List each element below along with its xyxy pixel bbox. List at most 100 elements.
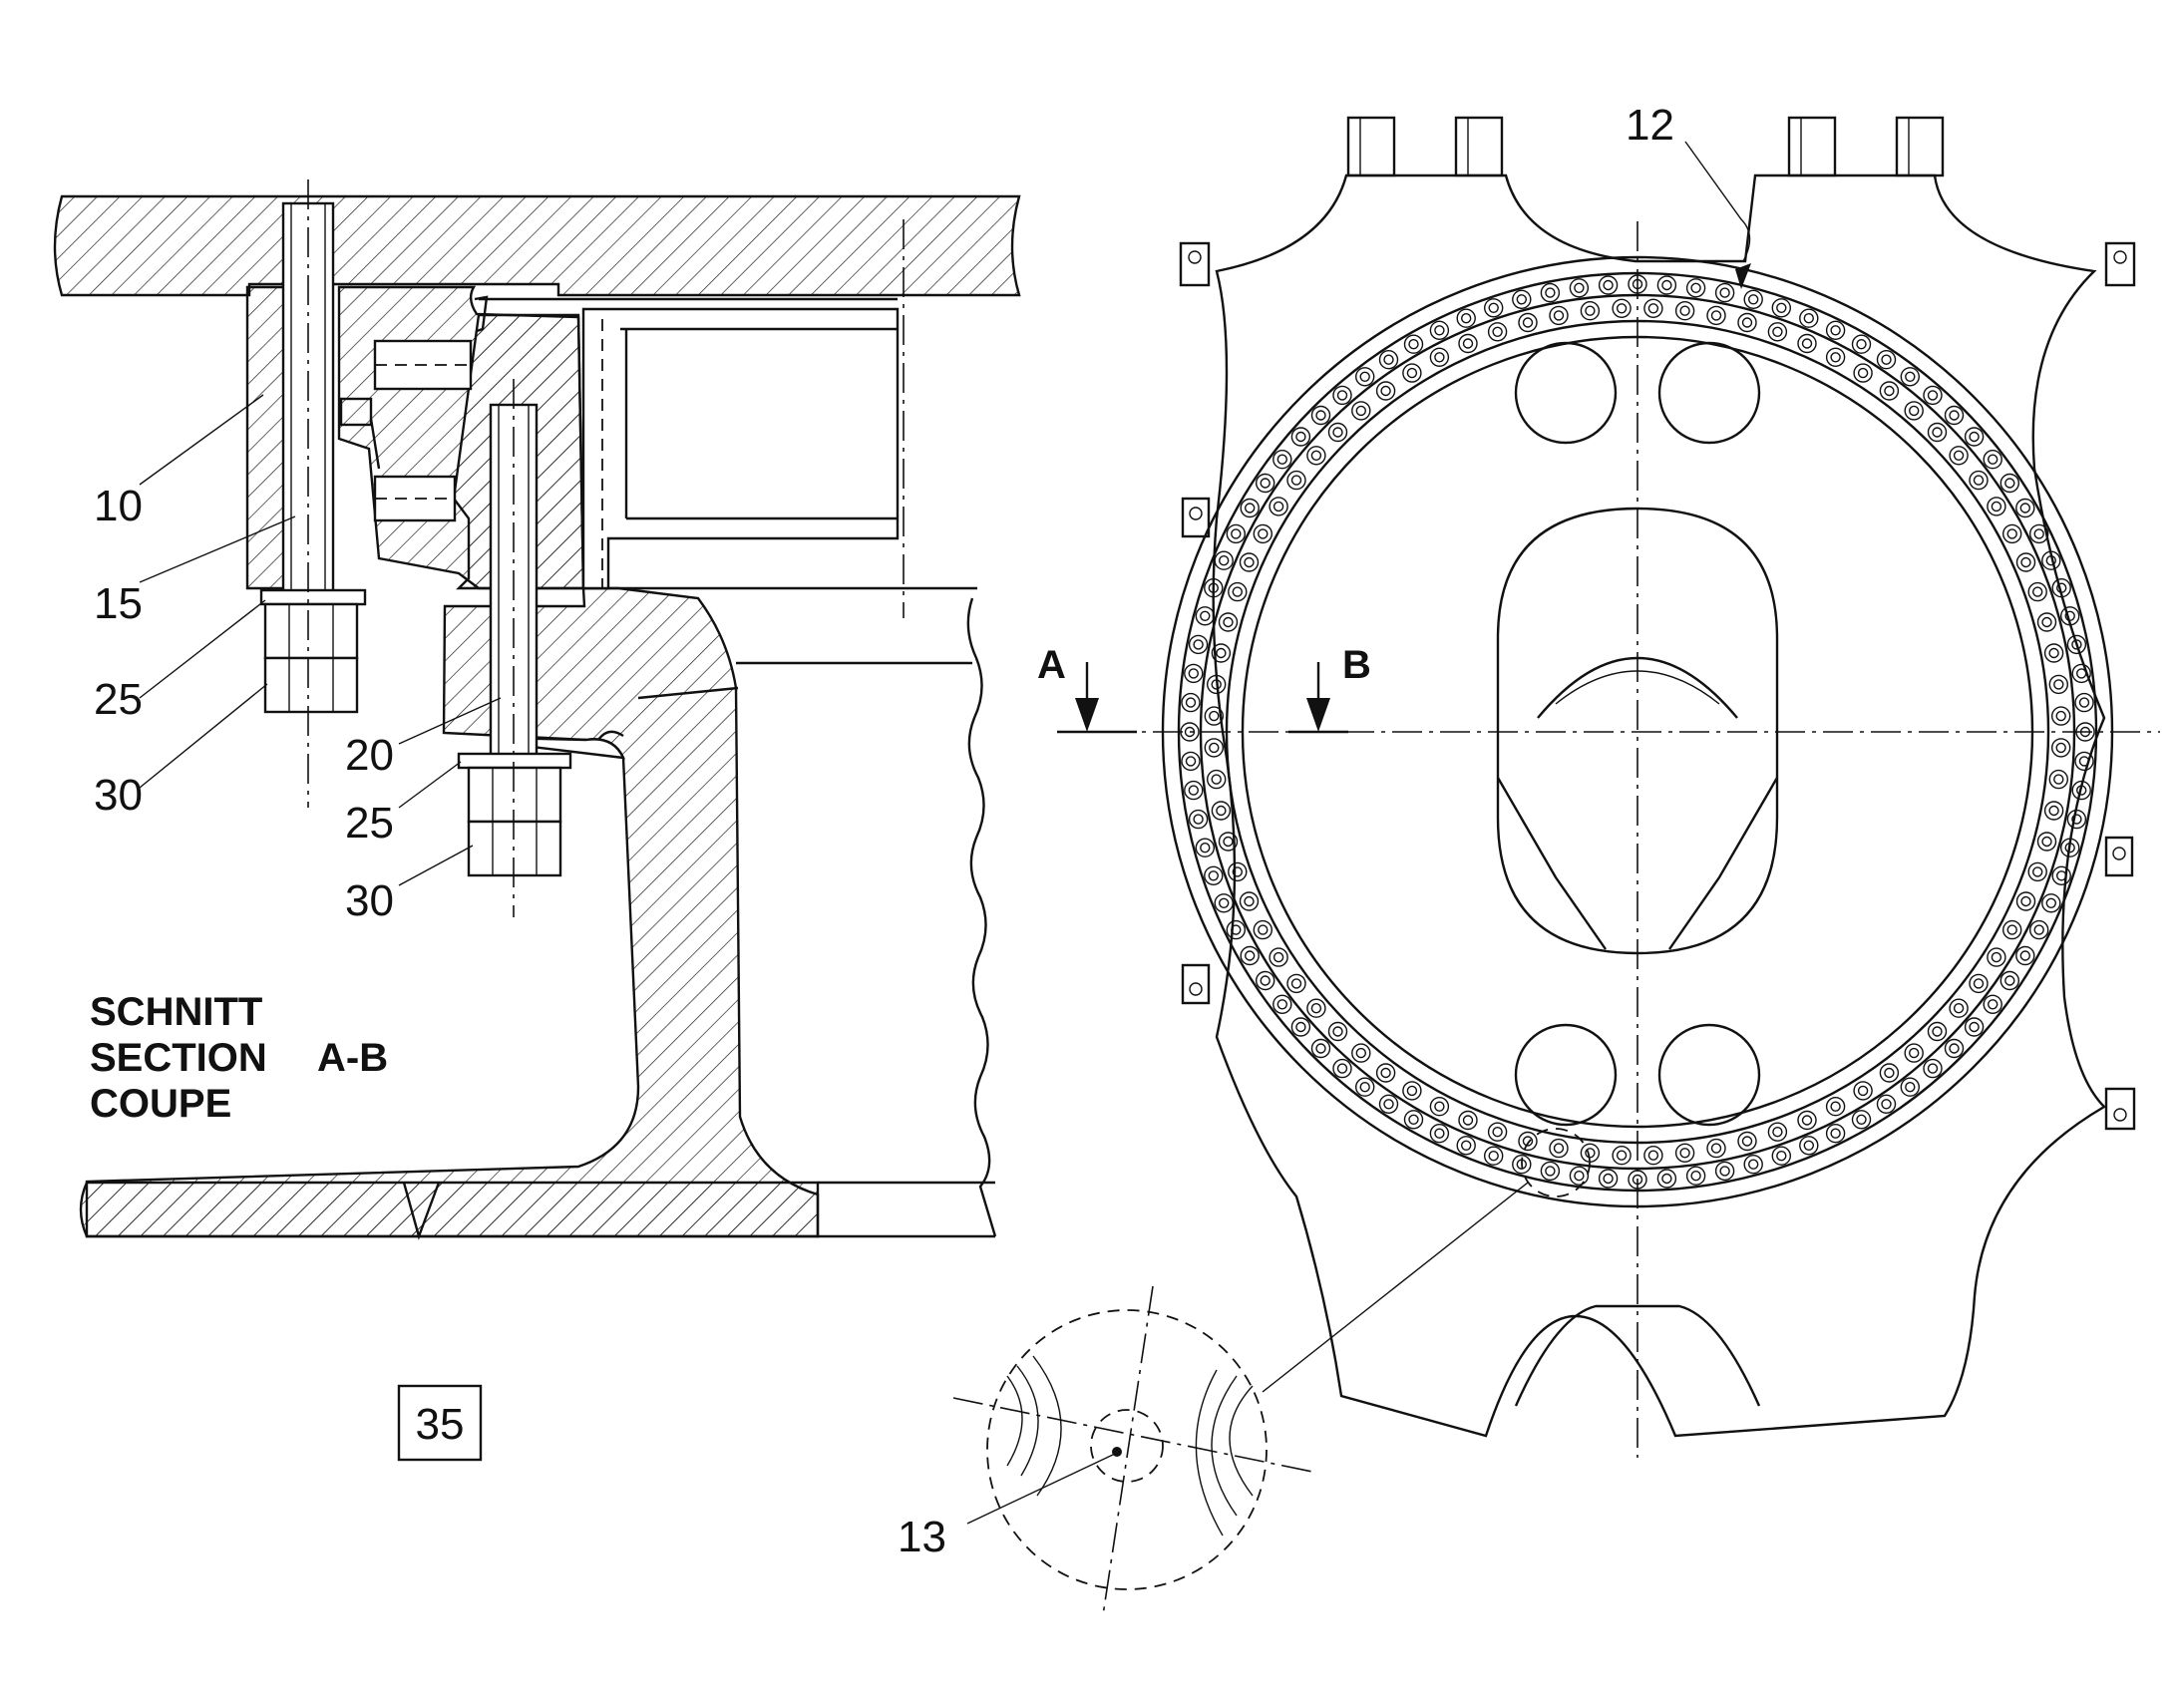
leader-12 xyxy=(1684,141,1751,262)
inner-bolt-hole xyxy=(1553,1143,1565,1154)
outer-bolt xyxy=(1378,1094,1399,1115)
inner-bolt-hole xyxy=(2055,710,2066,722)
outer-bolt xyxy=(1685,1166,1706,1186)
outer-bolt xyxy=(1540,1161,1561,1182)
outer-bolt xyxy=(2051,865,2071,885)
inner-bolt xyxy=(1643,298,1663,318)
outer-bolt xyxy=(1195,838,1216,857)
outer-bolt-hole xyxy=(1460,313,1472,324)
outer-bolt xyxy=(1184,780,1204,801)
outer-bolt xyxy=(1656,1169,1677,1189)
outer-bolt-hole xyxy=(1295,1021,1306,1033)
inner-bolt-hole xyxy=(1223,836,1234,848)
outer-bolt xyxy=(1714,1161,1735,1182)
central-opening xyxy=(1496,507,1779,955)
inner-bolt xyxy=(1767,322,1788,342)
inner-bolt-hole xyxy=(1355,405,1367,417)
outer-bolt xyxy=(1181,751,1201,772)
outer-bolt-hole xyxy=(1661,1173,1672,1185)
outer-bolt xyxy=(1290,1017,1311,1037)
inner-bolt-hole xyxy=(2048,805,2059,817)
outer-bolt xyxy=(1181,692,1201,713)
leader-10 xyxy=(139,394,264,486)
outer-bolt xyxy=(2066,634,2087,655)
detail-leader xyxy=(1262,1182,1529,1393)
inner-bolt-hole xyxy=(1991,951,2002,963)
inner-bolt xyxy=(1458,1110,1478,1131)
outer-bolt xyxy=(2015,945,2035,966)
bottom-flange xyxy=(79,1181,820,1238)
outer-bolt xyxy=(1512,289,1532,309)
hole-bottom-left xyxy=(1514,1023,1618,1127)
inner-bolt xyxy=(1969,470,1989,491)
inner-bolt-hole xyxy=(1434,352,1445,363)
outer-bolt xyxy=(1204,578,1224,598)
inner-bolt-hole xyxy=(1244,556,1255,568)
outer-bolt xyxy=(1743,289,1763,309)
leader-25-right xyxy=(398,761,462,809)
inner-bolt-hole xyxy=(1244,895,1255,907)
inner-bolt xyxy=(1674,301,1695,321)
inner-bolt xyxy=(2036,612,2057,632)
outer-bolt xyxy=(1354,1077,1375,1097)
outer-bolt-hole xyxy=(1359,371,1370,382)
nut-30-left-lower xyxy=(263,656,359,714)
detail-view xyxy=(952,1285,1313,1616)
inner-bolt xyxy=(1580,301,1601,321)
inner-bolt xyxy=(1239,891,1260,911)
outer-bolt-hole xyxy=(1987,999,1998,1010)
outer-bolt-hole xyxy=(1949,410,1960,421)
inner-bolt-hole xyxy=(1406,1085,1418,1097)
inner-bolt xyxy=(1206,674,1227,695)
inner-bolt-hole xyxy=(1209,710,1220,722)
outer-bolt xyxy=(1656,275,1677,295)
outer-bolt-hole xyxy=(2033,528,2044,539)
outer-bolt xyxy=(1403,1110,1424,1130)
inner-bolt-hole xyxy=(2041,616,2052,628)
section-title-line1: SCHNITT xyxy=(90,990,262,1034)
inner-bolt xyxy=(1218,832,1239,852)
inner-bolt-hole xyxy=(1585,305,1596,316)
outer-bolt-hole xyxy=(1276,454,1288,465)
outer-bolt-hole xyxy=(1830,1128,1841,1139)
inner-bolt-hole xyxy=(1710,1143,1722,1154)
inner-bolt-hole xyxy=(1710,310,1722,321)
outer-bolt-hole xyxy=(2078,697,2090,708)
outer-bolt-hole xyxy=(1776,1150,1787,1162)
inner-bolt-hole xyxy=(1355,1047,1367,1059)
inner-bolt xyxy=(1904,401,1924,421)
outer-bolt-hole xyxy=(1460,1140,1472,1152)
outer-bolt-hole xyxy=(2064,610,2075,621)
leader-15 xyxy=(139,515,296,583)
inner-bolt xyxy=(1674,1143,1695,1164)
label-30-right: 30 xyxy=(345,876,394,925)
inner-bolt xyxy=(1375,1063,1396,1083)
outer-bolt-hole xyxy=(1488,1150,1499,1162)
inner-bolt xyxy=(1351,401,1371,421)
inner-bolt-hole xyxy=(1647,303,1659,314)
side-lugs xyxy=(1179,241,2136,1131)
inner-bolt xyxy=(1969,973,1989,994)
outer-bolt xyxy=(1378,350,1399,370)
inner-bolt-hole xyxy=(2041,836,2052,848)
inner-bolt-hole xyxy=(1857,1085,1869,1097)
seal-lower xyxy=(339,397,373,427)
housing-outline xyxy=(1212,173,2106,1438)
outer-bolt xyxy=(2028,523,2049,544)
section-view: 10 15 25 30 20 25 30 SCHNITT SECTION A-B… xyxy=(53,179,1021,1462)
inner-bolt-hole xyxy=(1801,1115,1813,1126)
inner-bolt xyxy=(1706,305,1726,326)
front-view: A B 12 13 xyxy=(898,101,2160,1616)
outer-bolt-hole xyxy=(2075,785,2087,796)
hole-top-left xyxy=(1514,341,1618,445)
inner-bolt xyxy=(1204,706,1225,726)
outer-bolt-hole xyxy=(1881,354,1892,365)
outer-bolt-hole xyxy=(1193,639,1204,650)
inner-bolt-hole xyxy=(1973,475,1985,486)
outer-bolt-hole xyxy=(1208,582,1220,593)
label-25-left: 25 xyxy=(94,675,143,724)
outer-bolt xyxy=(2028,919,2049,940)
outer-bolt xyxy=(1598,275,1619,295)
inner-bolt xyxy=(2050,706,2071,726)
